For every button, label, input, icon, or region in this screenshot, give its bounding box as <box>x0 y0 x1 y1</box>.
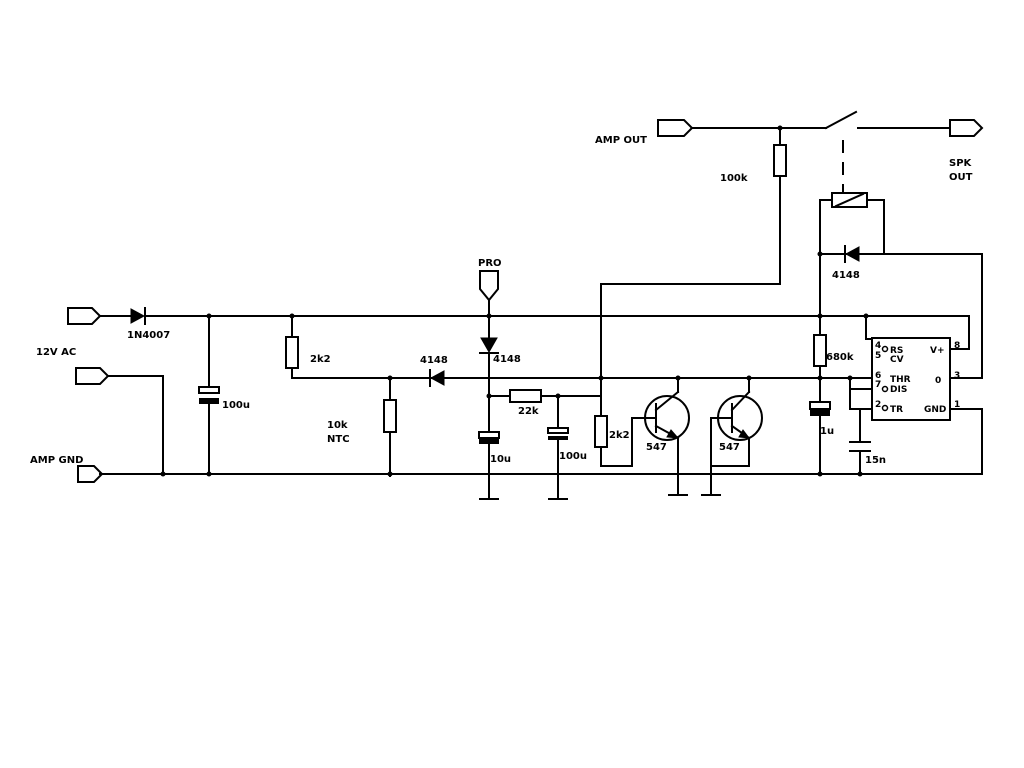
resistor-ntc <box>383 399 397 433</box>
label-2k2-top: 2k2 <box>310 354 331 365</box>
label-amp-out: AMP OUT <box>595 135 647 146</box>
label-10k: 10k <box>327 420 348 431</box>
capacitor-15n <box>849 441 871 452</box>
relay-coil <box>831 192 868 208</box>
label-4148-mid: 4148 <box>420 355 448 366</box>
ic-pin-1-number: 1 <box>954 400 960 410</box>
diode-4148-pro <box>479 337 499 354</box>
ic-pin-cv-name: CV <box>890 355 904 365</box>
capacitor-1u <box>809 401 831 416</box>
ic-pin-8-number: 8 <box>954 341 960 351</box>
ic-pin-2-number: 2 <box>875 400 881 410</box>
pro-terminal <box>479 270 499 302</box>
resistor-100k <box>773 144 787 177</box>
label-q1: 547 <box>646 442 667 453</box>
transistor-q2 <box>717 390 763 441</box>
transistor-q1 <box>644 390 690 441</box>
ic-pin-3-number: 3 <box>954 371 960 381</box>
ic-pin-tr-name: TR <box>890 405 903 415</box>
resistor-22k <box>509 389 542 403</box>
label-pro: PRO <box>478 258 502 269</box>
capacitor-10u <box>478 431 500 444</box>
diode-1n4007 <box>130 307 146 325</box>
ic-pin-6-number: 6 <box>875 371 881 381</box>
label-680k: 680k <box>826 352 854 363</box>
ic-pin-rs-name: RS <box>890 346 903 356</box>
amp-gnd-terminal <box>77 465 104 483</box>
ic-pin-gnd-name: GND <box>924 405 946 415</box>
ic-pin-4-number: 4 <box>875 341 881 351</box>
diode-4148-mid <box>429 369 445 387</box>
label-ntc: NTC <box>327 434 350 445</box>
label-2k2-base: 2k2 <box>609 430 630 441</box>
ic-pin-dis-name: DIS <box>890 385 907 395</box>
label-q2: 547 <box>719 442 740 453</box>
label-1n4007: 1N4007 <box>127 330 170 341</box>
label-4148-relay: 4148 <box>832 270 860 281</box>
label-1u: 1u <box>820 426 834 437</box>
diode-4148-relay <box>844 245 860 263</box>
ic-pin-7-number: 7 <box>875 380 881 390</box>
resistor-2k2-top <box>285 336 299 369</box>
supply-terminal-1 <box>67 307 102 325</box>
capacitor-100u-mid <box>547 427 569 440</box>
label-spk-out-2: OUT <box>949 172 973 183</box>
label-100u-mid: 100u <box>559 451 587 462</box>
junctions <box>160 125 869 477</box>
label-spk-out-1: SPK <box>949 158 973 169</box>
label-4148-pro: 4148 <box>493 354 521 365</box>
amp-out-terminal <box>657 119 694 137</box>
ic-555 <box>871 337 951 421</box>
label-100k: 100k <box>720 173 748 184</box>
capacitor-100u-left <box>198 386 220 404</box>
ic-pin-out-name: 0 <box>935 376 941 386</box>
supply-terminal-2 <box>75 367 110 385</box>
label-10u: 10u <box>490 454 511 465</box>
ic-pin-thr-name: THR <box>890 375 911 385</box>
wires <box>99 127 983 500</box>
label-100u-left: 100u <box>222 400 250 411</box>
label-22k: 22k <box>518 406 539 417</box>
relay-contact <box>824 110 858 196</box>
ic-pin-5-number: 5 <box>875 351 881 361</box>
label-15n: 15n <box>865 455 886 466</box>
ic-pin-vplus-name: V+ <box>930 346 945 356</box>
label-12v-ac: 12V AC <box>36 347 76 358</box>
spk-out-terminal <box>949 119 984 137</box>
resistor-2k2-base <box>594 415 608 448</box>
label-amp-gnd: AMP GND <box>30 455 83 466</box>
resistor-680k <box>813 334 827 367</box>
